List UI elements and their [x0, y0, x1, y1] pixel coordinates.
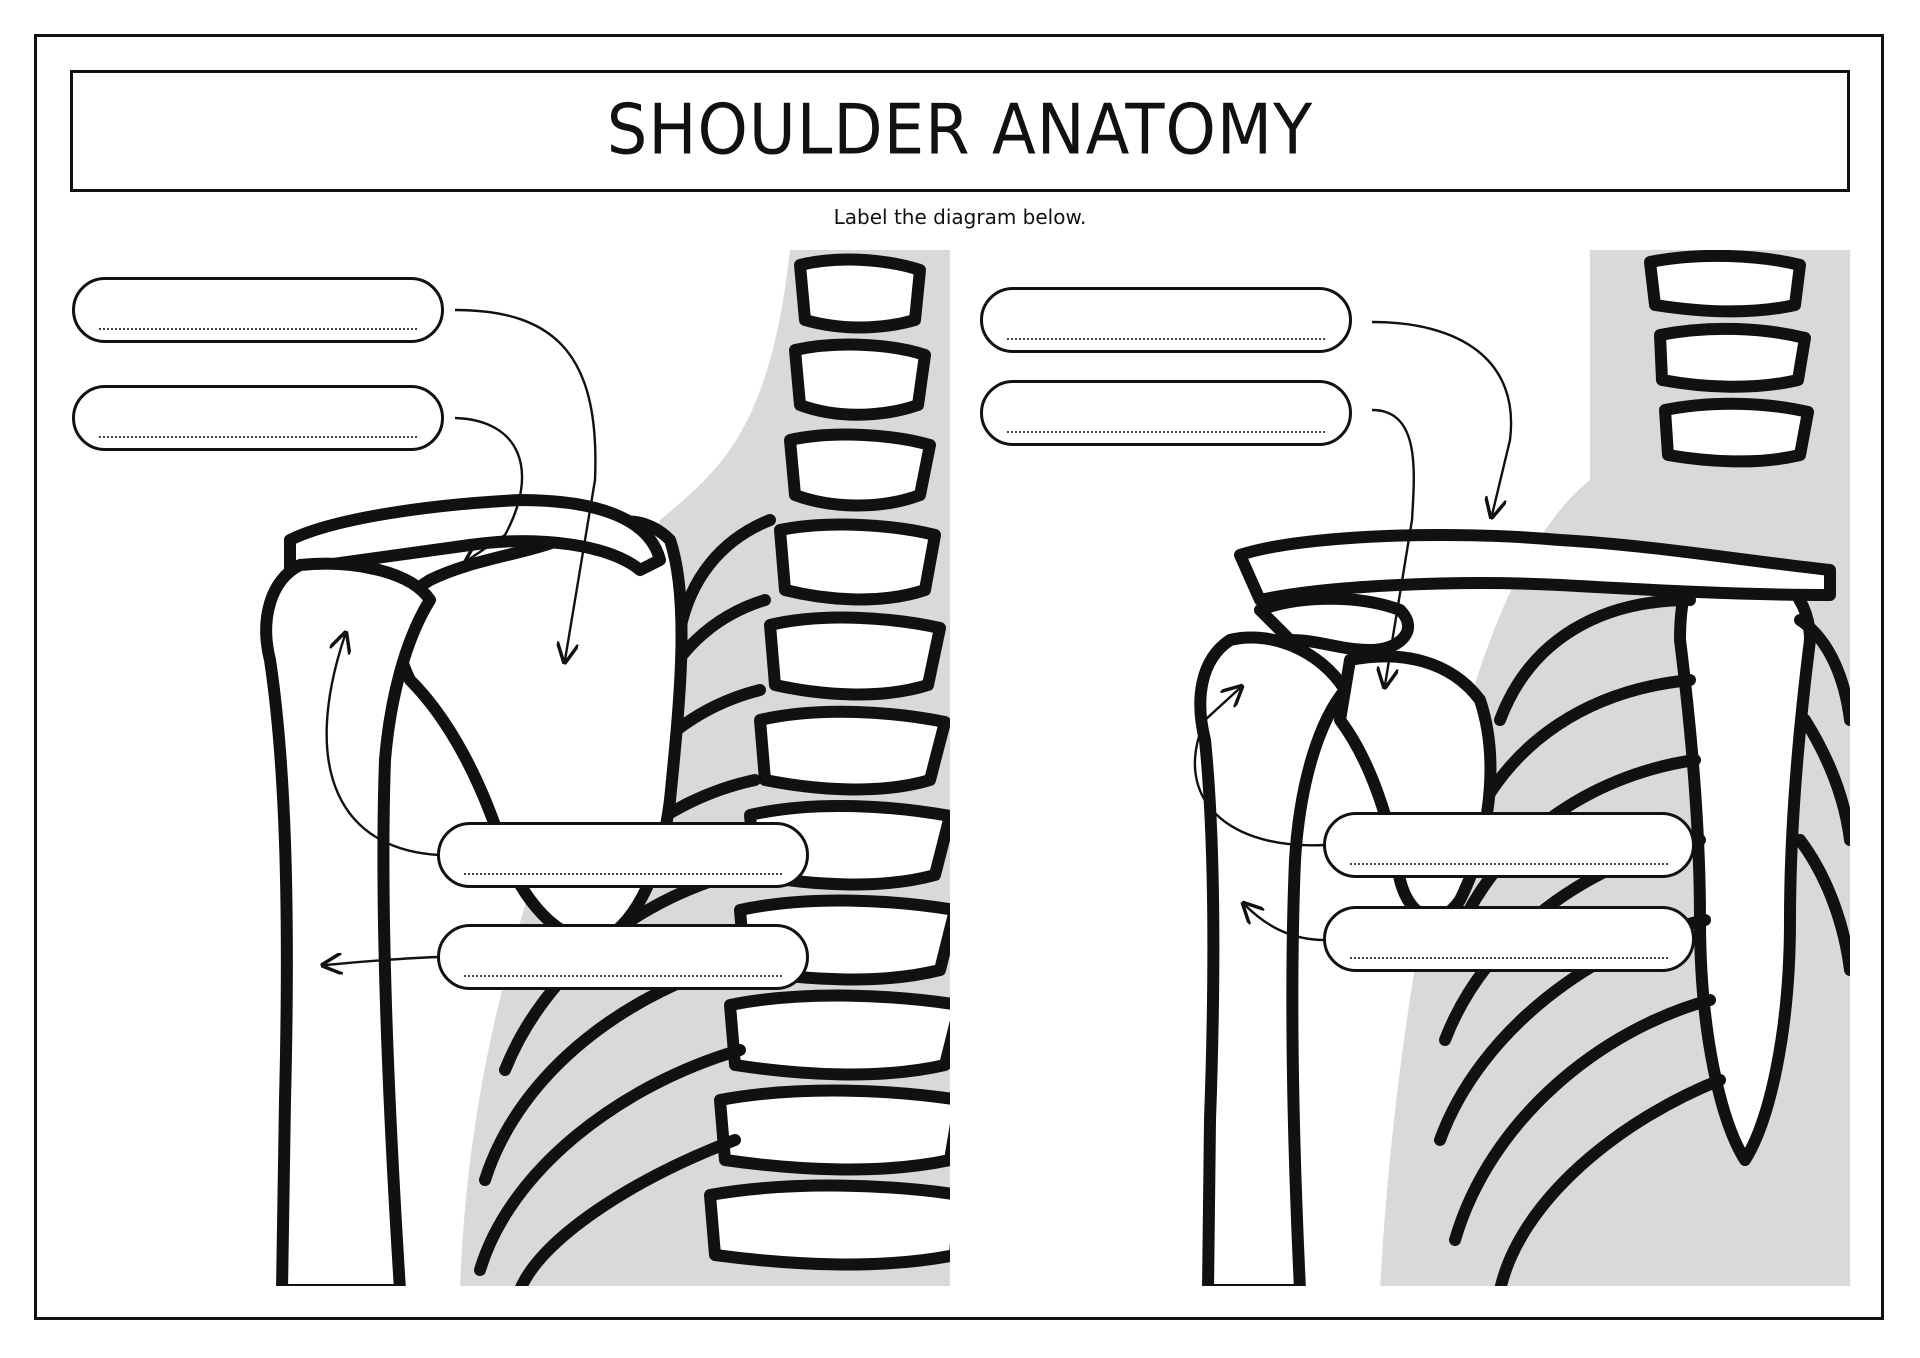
blank-label-posterior-3[interactable] [437, 822, 809, 888]
writing-line [1350, 863, 1668, 865]
arrow-4-left [325, 957, 441, 965]
anterior-view [1194, 250, 1850, 1286]
writing-line [1007, 431, 1325, 433]
blank-label-anterior-1[interactable] [980, 287, 1352, 353]
blank-label-anterior-3[interactable] [1323, 812, 1695, 878]
blank-label-posterior-4[interactable] [437, 924, 809, 990]
coracoid-process [1254, 592, 1414, 656]
anterior-arrows [1193, 320, 1513, 942]
posterior-vertebrae [704, 253, 950, 1271]
title-box: SHOULDER ANATOMY [70, 70, 1850, 192]
arrow-2-right [1371, 408, 1415, 685]
arrow-1-right [1371, 320, 1513, 515]
blank-label-anterior-2[interactable] [980, 380, 1352, 446]
arrow-4-right [1245, 905, 1326, 942]
blank-label-posterior-1[interactable] [72, 277, 444, 343]
posterior-arrows [325, 308, 597, 965]
anterior-cervical-vertebrae [1644, 250, 1814, 468]
arrow-1-left [454, 308, 597, 660]
arrow-3-left [325, 635, 441, 857]
writing-line [464, 873, 782, 875]
clavicle [1234, 529, 1836, 606]
instructions: Label the diagram below. [833, 205, 1087, 229]
humerus [260, 557, 436, 1286]
writing-line [1007, 338, 1325, 340]
anterior-scapula [1334, 650, 1497, 924]
writing-line [99, 436, 417, 438]
writing-line [1350, 957, 1668, 959]
worksheet-title: SHOULDER ANATOMY [606, 91, 1314, 171]
acromion [284, 494, 666, 576]
blank-label-posterior-2[interactable] [72, 385, 444, 451]
arrow-2-left [454, 416, 524, 560]
writing-line [99, 328, 417, 330]
blank-label-anterior-4[interactable] [1323, 906, 1695, 972]
writing-line [464, 975, 782, 977]
anterior-humerus [1194, 631, 1351, 1286]
arrow-3-right [1193, 688, 1326, 847]
worksheet-border [34, 34, 1884, 1320]
